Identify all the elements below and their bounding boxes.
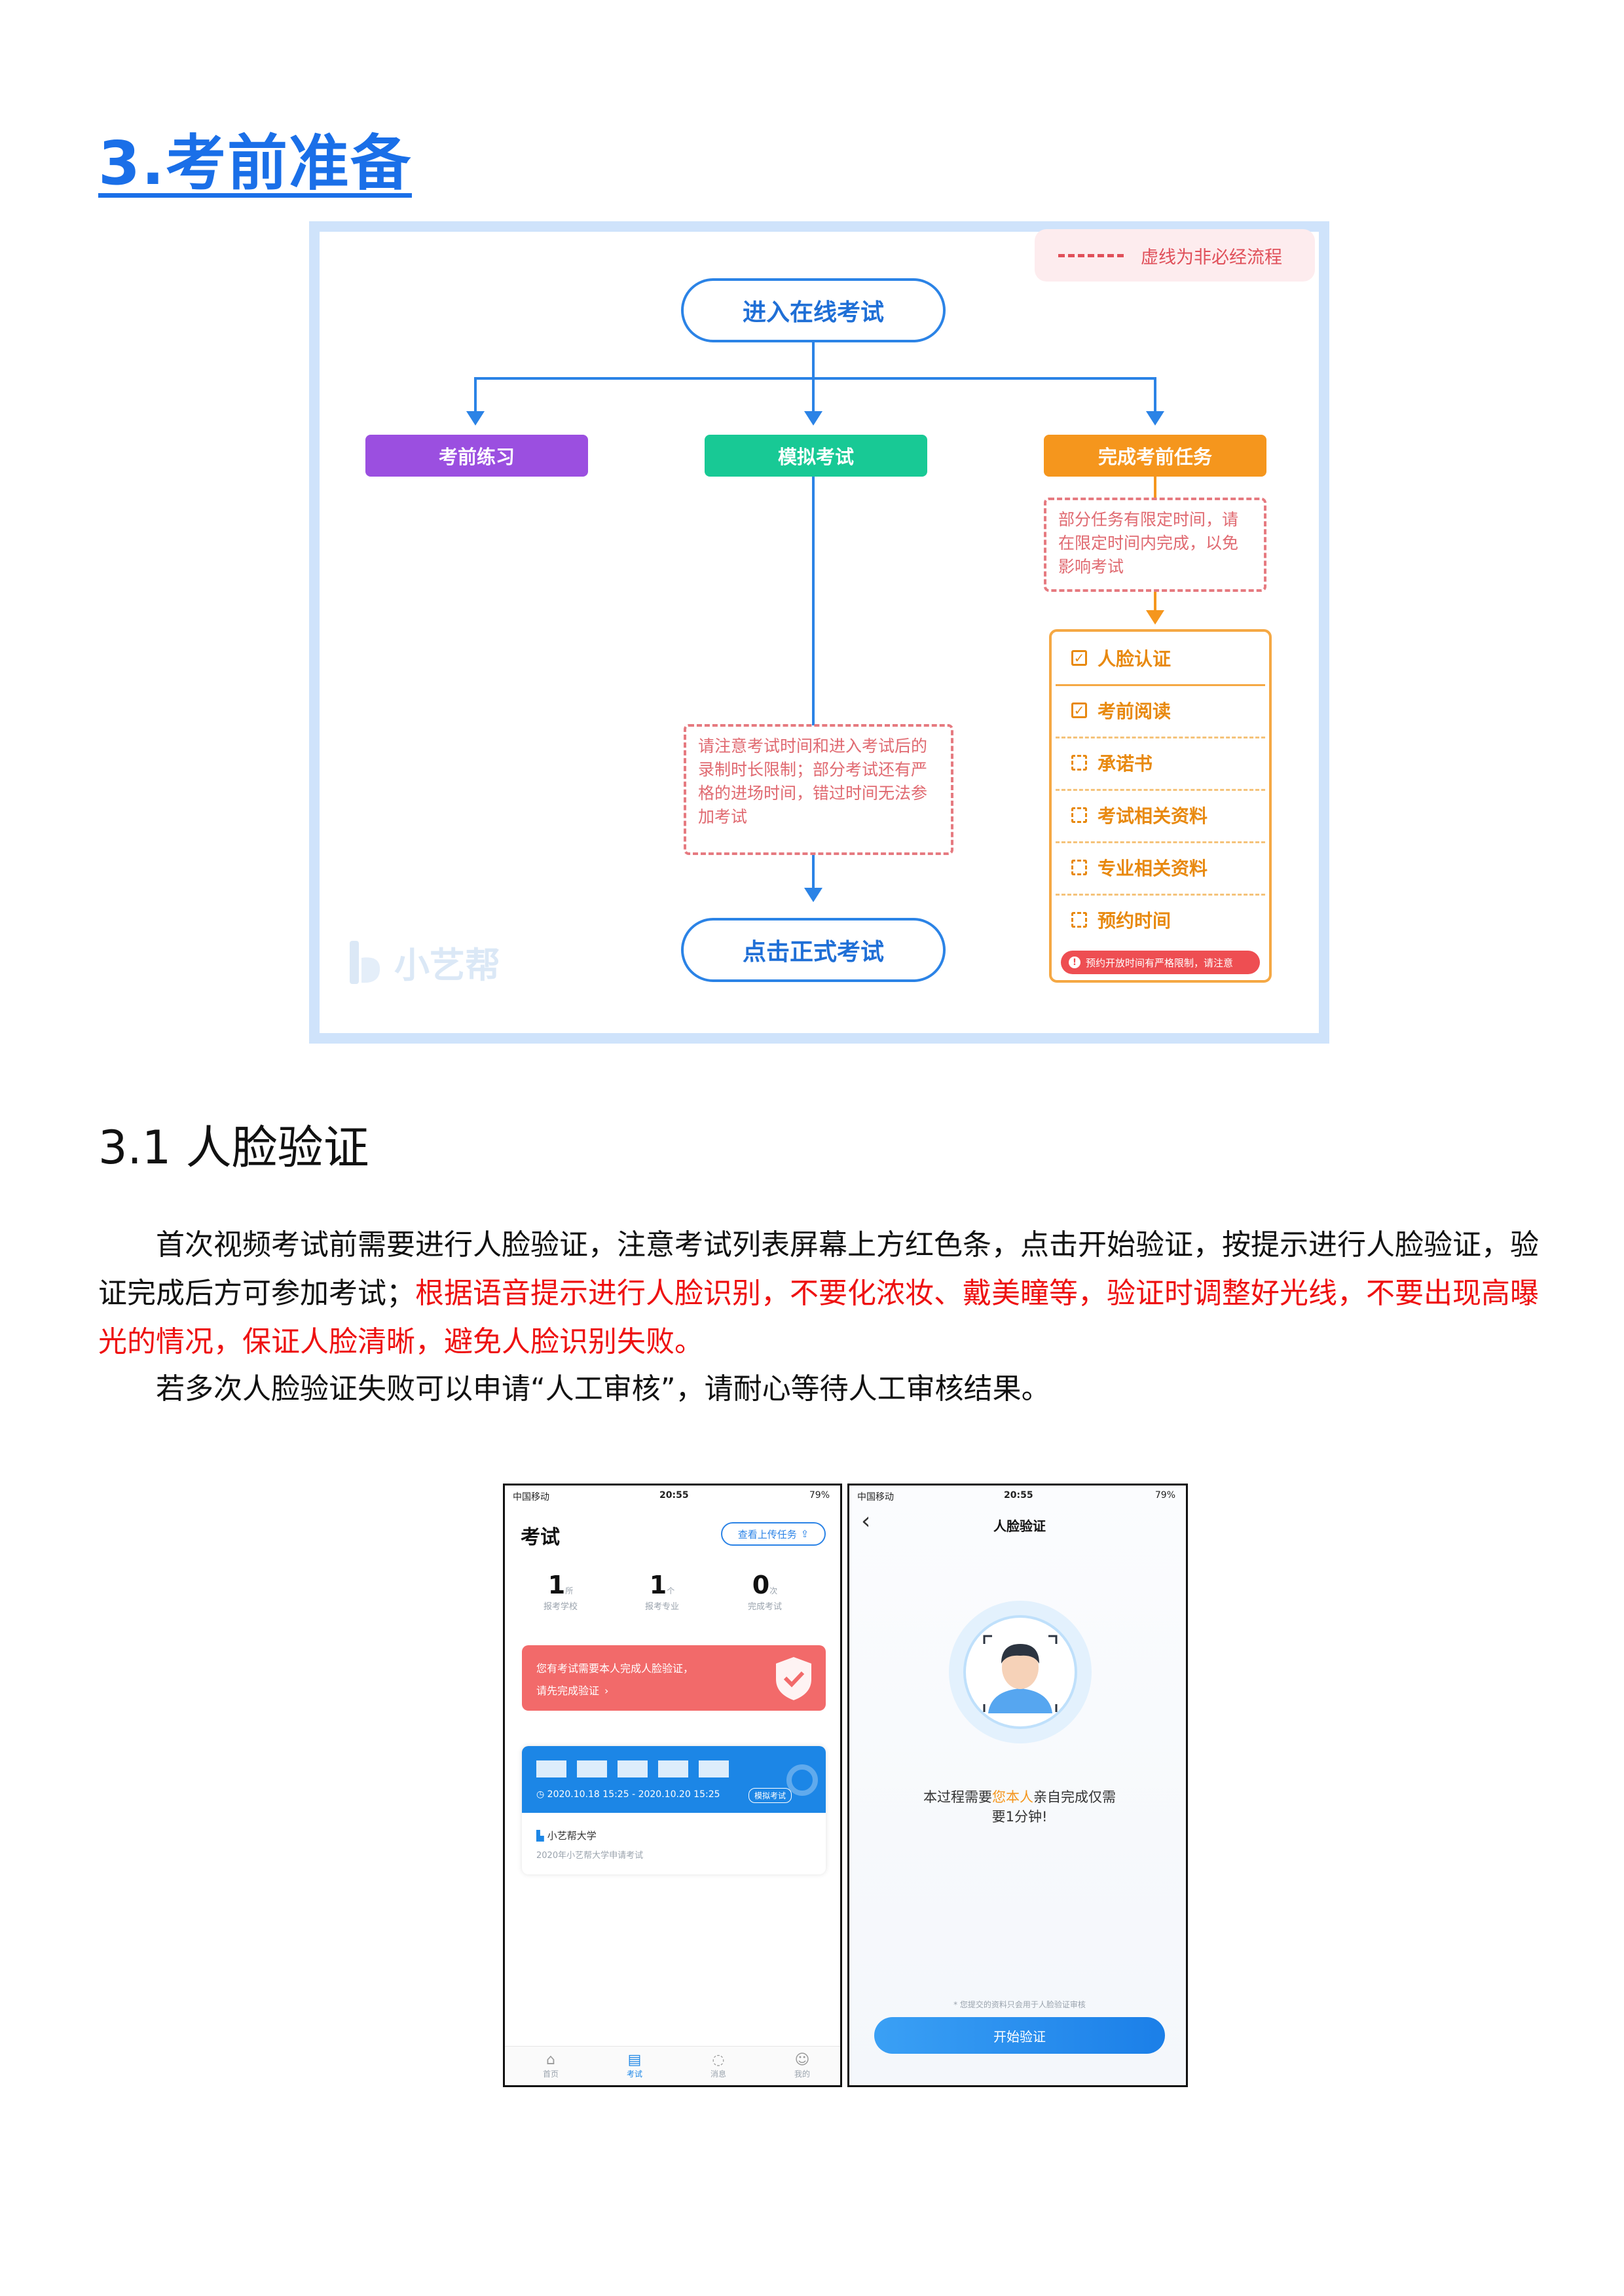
carrier: 中国移动 bbox=[513, 1492, 549, 1503]
stat-completed: 0次 完成考试 bbox=[747, 1571, 782, 1612]
flow-end-node: 点击正式考试 bbox=[681, 918, 946, 982]
info-icon: ! bbox=[1069, 957, 1080, 968]
arrow-down-icon bbox=[1146, 411, 1164, 426]
tab-exam[interactable]: ▤考试 bbox=[615, 2052, 654, 2079]
message-icon: ◌ bbox=[712, 2052, 725, 2068]
divider bbox=[1056, 737, 1265, 738]
exam-card-header bbox=[522, 1746, 826, 1813]
connector bbox=[474, 377, 1156, 380]
brand-watermark: 小艺帮 bbox=[346, 936, 500, 988]
divider bbox=[1056, 841, 1265, 843]
arrow-right-icon: › bbox=[604, 1685, 609, 1697]
exam-icon: ▤ bbox=[627, 2052, 642, 2068]
instruction-text: 本过程需要您本人亲自完成仅需 bbox=[923, 1789, 1116, 1805]
exam-card[interactable]: ◷ 2020.10.18 15:25 - 2020.10.20 15:25 模拟… bbox=[522, 1746, 826, 1874]
face-avatar-icon bbox=[983, 1635, 1058, 1713]
connector bbox=[1154, 592, 1156, 615]
unchecked-box-icon bbox=[1071, 807, 1087, 823]
tab-profile[interactable]: ☺我的 bbox=[783, 2052, 822, 2079]
clock: 20:55 bbox=[1004, 1490, 1033, 1501]
battery: 79% bbox=[809, 1490, 830, 1501]
exam-tag: 模拟考试 bbox=[748, 1788, 792, 1803]
profile-icon: ☺ bbox=[794, 2052, 810, 2068]
paragraph-face-verification: 首次视频考试前需要进行人脸验证，注意考试列表屏幕上方红色条，点击开始验证，按提示… bbox=[98, 1228, 1539, 1358]
shield-check-icon bbox=[776, 1657, 811, 1700]
section-heading: 3.1 人脸验证 bbox=[98, 1121, 369, 1175]
status-bar: 中国移动 20:55 79% bbox=[849, 1485, 1186, 1506]
face-verification-alert[interactable]: 您有考试需要本人完成人脸验证， 请先完成验证› bbox=[522, 1645, 826, 1711]
screen-title: 人脸验证 bbox=[993, 1518, 1046, 1534]
unchecked-box-icon bbox=[1071, 912, 1087, 928]
connector bbox=[812, 377, 815, 414]
status-bar: 中国移动 20:55 79% bbox=[505, 1485, 840, 1506]
checked-box-icon: ✓ bbox=[1071, 702, 1087, 718]
task-reading: ✓考前阅读 bbox=[1052, 684, 1269, 737]
clock-icon: ◷ bbox=[536, 1789, 547, 1800]
home-icon: ⌂ bbox=[546, 2052, 555, 2068]
checked-box-icon: ✓ bbox=[1071, 650, 1087, 666]
branch-mock-exam: 模拟考试 bbox=[705, 435, 927, 477]
divider bbox=[1056, 684, 1265, 686]
brand-logo-icon bbox=[350, 940, 380, 984]
task-face-auth: ✓人脸认证 bbox=[1052, 632, 1269, 684]
privacy-note: * 您提交的资料只会用于人脸验证审核 bbox=[953, 2000, 1086, 2009]
phone-exam-list: 中国移动 20:55 79% 考试 查看上传任务⇪ 1所 报考学校 1个 报考专… bbox=[503, 1484, 842, 2087]
connector bbox=[474, 377, 477, 414]
stat-schools: 1所 报考学校 bbox=[543, 1571, 578, 1612]
arrow-down-icon bbox=[804, 888, 822, 902]
clock: 20:55 bbox=[659, 1490, 689, 1501]
view-upload-tasks-button[interactable]: 查看上传任务⇪ bbox=[721, 1522, 826, 1546]
task-pledge: 承诺书 bbox=[1052, 737, 1269, 789]
page-title: 3.考前准备 bbox=[98, 128, 412, 198]
arrow-down-icon bbox=[466, 411, 485, 426]
back-chevron-icon[interactable]: ‹ bbox=[861, 1508, 871, 1535]
upload-icon: ⇪ bbox=[800, 1528, 809, 1540]
decor-circle bbox=[786, 1764, 818, 1796]
connector bbox=[812, 342, 815, 378]
divider bbox=[1056, 789, 1265, 791]
legend-text: 虚线为非必经流程 bbox=[1141, 247, 1282, 268]
appointment-warning: !预约开放时间有严格限制，请注意 bbox=[1061, 951, 1260, 974]
school-logo-icon: ▙ bbox=[536, 1830, 547, 1842]
dashed-line-sample bbox=[1058, 253, 1124, 257]
divider bbox=[1056, 894, 1265, 896]
warning-text: 根据语音提示进行人脸识别，不要化浓妆、戴美瞳等，验证时调整好光线，不要出现高曝光… bbox=[98, 1277, 1539, 1358]
branch-pre-exam-tasks: 完成考前任务 bbox=[1044, 435, 1266, 477]
task-time-note: 部分任务有限定时间，请在限定时间内完成，以免影响考试 bbox=[1044, 498, 1266, 592]
unchecked-box-icon bbox=[1071, 860, 1087, 875]
tab-home[interactable]: ⌂首页 bbox=[531, 2052, 570, 2079]
start-verification-button[interactable]: 开始验证 bbox=[874, 2017, 1165, 2054]
branch-practice: 考前练习 bbox=[365, 435, 588, 477]
task-list: ✓人脸认证 ✓考前阅读 承诺书 考试相关资料 专业相关资料 预约时间 !预约开放… bbox=[1049, 629, 1272, 983]
arrow-down-icon bbox=[804, 411, 822, 426]
connector bbox=[1154, 477, 1156, 499]
unchecked-box-icon bbox=[1071, 755, 1087, 771]
battery: 79% bbox=[1154, 1490, 1175, 1501]
screen-title: 考试 bbox=[521, 1526, 560, 1549]
carrier: 中国移动 bbox=[857, 1492, 894, 1503]
connector bbox=[812, 855, 815, 892]
stat-majors: 1个 报考专业 bbox=[644, 1571, 679, 1612]
flow-start-node: 进入在线考试 bbox=[681, 278, 946, 342]
tab-messages[interactable]: ◌消息 bbox=[699, 2052, 738, 2079]
paragraph-manual-review: 若多次人脸验证失败可以申请“人工审核”，请耐心等待人工审核结果。 bbox=[156, 1372, 1050, 1406]
redacted-exam-name bbox=[536, 1760, 733, 1777]
task-major-materials: 专业相关资料 bbox=[1052, 841, 1269, 894]
connector bbox=[812, 477, 815, 725]
flowchart-legend: 虚线为非必经流程 bbox=[1035, 229, 1315, 282]
task-exam-materials: 考试相关资料 bbox=[1052, 789, 1269, 841]
mock-exam-note: 请注意考试时间和进入考试后的录制时长限制；部分考试还有严格的进场时间，错过时间无… bbox=[684, 724, 953, 855]
arrow-down-icon bbox=[1146, 610, 1164, 625]
task-appointment: 预约时间 bbox=[1052, 894, 1269, 946]
phone-face-verification: 中国移动 20:55 79% ‹ 人脸验证 本过程需要您本人亲自完成仅需 要1分… bbox=[847, 1484, 1188, 2087]
bottom-tab-bar: ⌂首页 ▤考试 ◌消息 ☺我的 bbox=[505, 2046, 840, 2085]
connector bbox=[1154, 377, 1156, 414]
